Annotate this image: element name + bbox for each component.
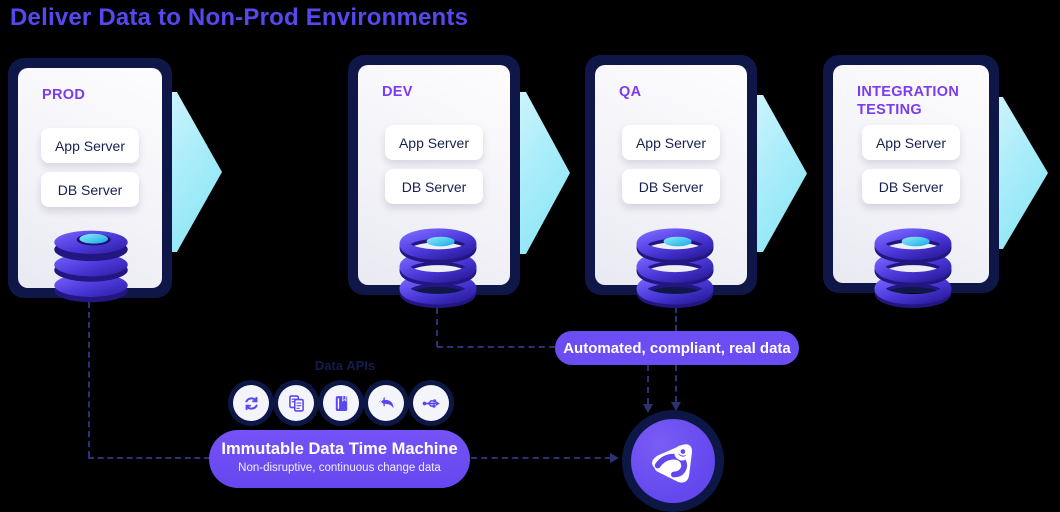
app-server-label: App Server (398, 134, 470, 151)
env-card-prod-body: PROD App Server DB Server (18, 68, 162, 288)
connector-automated-to-logo-arrowhead-right (671, 402, 681, 411)
env-card-integration-body: INTEGRATION TESTING App Server DB Server (833, 65, 989, 283)
connector-immutable-to-logo-line (471, 457, 611, 459)
connector-qa-up-line (675, 307, 677, 331)
data-api-circle (408, 380, 454, 426)
immutable-pill-title: Immutable Data Time Machine (221, 440, 458, 458)
delphix-logo-badge (622, 410, 724, 512)
data-api-circle (318, 380, 364, 426)
book-icon (323, 385, 359, 421)
database-icon-qa (629, 224, 721, 308)
env-label-dev: DEV (382, 84, 413, 100)
data-api-circle (273, 380, 319, 426)
app-server-label: App Server (875, 134, 947, 151)
env-card-dev: DEV App Server DB Server (348, 55, 520, 295)
page-title: Deliver Data to Non-Prod Environments (10, 4, 469, 31)
db-server-box: DB Server (862, 169, 960, 204)
delphix-logo-icon (631, 419, 715, 503)
connector-prod-to-immutable-line (88, 457, 210, 459)
immutable-pill-subtitle: Non-disruptive, continuous change data (238, 462, 441, 474)
connector-automated-to-logo-line-right (675, 365, 677, 402)
db-server-label: DB Server (638, 178, 704, 195)
db-server-box: DB Server (41, 172, 139, 207)
documents-icon (278, 385, 314, 421)
db-server-box: DB Server (622, 169, 720, 204)
usb-icon (413, 385, 449, 421)
data-apis-label: Data APIs (314, 358, 376, 373)
env-card-qa-body: QA App Server DB Server (595, 65, 747, 285)
app-server-label: App Server (54, 137, 126, 154)
data-api-circle (363, 380, 409, 426)
automated-pill-label: Automated, compliant, real data (563, 339, 791, 357)
app-server-box: App Server (41, 128, 139, 163)
connector-automated-to-logo-line-left (647, 365, 649, 404)
db-server-label: DB Server (57, 181, 123, 198)
env-card-dev-body: DEV App Server DB Server (358, 65, 510, 285)
env-label-prod: PROD (42, 87, 86, 103)
connector-automated-to-logo-arrowhead-left (643, 404, 653, 413)
db-server-label: DB Server (401, 178, 467, 195)
app-server-box: App Server (622, 125, 720, 160)
app-server-box: App Server (385, 125, 483, 160)
immutable-data-time-machine-pill: Immutable Data Time Machine Non-disrupti… (209, 430, 470, 488)
connector-automated-to-dev-line (437, 346, 555, 348)
undo-arrow-icon (368, 385, 404, 421)
db-server-label: DB Server (878, 178, 944, 195)
connector-dev-up-line (436, 308, 438, 347)
data-api-circle (228, 380, 274, 426)
env-label-integration-testing: INTEGRATION TESTING (857, 84, 960, 119)
app-server-label: App Server (635, 134, 707, 151)
database-icon-prod (45, 219, 137, 305)
automated-compliant-pill: Automated, compliant, real data (555, 331, 799, 365)
database-icon-dev (392, 224, 484, 308)
connector-prod-db-down-line (88, 302, 90, 457)
app-server-box: App Server (862, 125, 960, 160)
db-server-box: DB Server (385, 169, 483, 204)
database-icon-integration (867, 224, 959, 308)
sync-icon (233, 385, 269, 421)
connector-immutable-to-logo-arrowhead (610, 453, 619, 463)
env-label-qa: QA (619, 84, 642, 100)
